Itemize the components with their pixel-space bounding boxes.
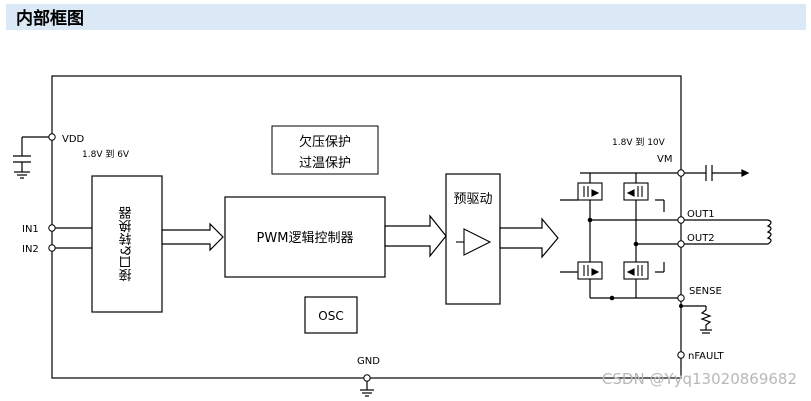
vdd-capacitor <box>13 136 52 179</box>
mosfet-high-left <box>577 182 603 201</box>
pwm-block-label: PWM逻辑控制器 <box>257 231 354 246</box>
pin-markers <box>48 133 685 382</box>
vm-capacitor <box>684 165 750 181</box>
in2-label: IN2 <box>22 244 39 255</box>
vdd-range-label: 1.8V 到 6V <box>82 148 130 160</box>
mosfet-low-right <box>623 261 649 280</box>
out1-label: OUT1 <box>687 209 715 220</box>
osc-block <box>304 296 358 334</box>
section-title: 内部框图 <box>16 9 84 29</box>
nfault-pin <box>677 351 685 359</box>
vm-range-label: 1.8V 到 10V <box>612 136 666 148</box>
nfault-label: nFAULT <box>688 351 725 362</box>
out1-pin <box>677 216 685 224</box>
pwm-block <box>224 196 386 278</box>
arrow-interface-to-pwm <box>161 222 224 252</box>
junction-dots <box>587 217 683 308</box>
predriver-label: 预驱动 <box>453 192 492 207</box>
osc-label: OSC <box>318 309 343 323</box>
protection-block <box>271 125 379 175</box>
in2-pin <box>48 244 56 252</box>
h-bridge <box>560 172 678 299</box>
protection-line1: 欠压保护 <box>299 134 351 150</box>
in1-pin <box>48 224 56 232</box>
interface-block-label: 接口&转换器 <box>119 205 135 282</box>
sense-label: SENSE <box>689 286 722 297</box>
arrow-pwm-to-predriver <box>384 214 447 258</box>
gnd-pin <box>363 374 371 382</box>
sense-pin <box>677 294 685 302</box>
watermark: CSDN @Yyq13020869682 <box>601 370 797 388</box>
section-header: 内部框图 <box>6 4 806 30</box>
interface-block <box>91 175 163 313</box>
gnd-label: GND <box>357 356 380 367</box>
vm-label: VM <box>657 154 672 165</box>
in1-label: IN1 <box>22 224 39 235</box>
motor-coil <box>684 219 772 245</box>
mosfet-high-right <box>623 182 649 201</box>
input-lines <box>55 227 92 249</box>
vdd-label: VDD <box>62 134 85 145</box>
out2-pin <box>677 240 685 248</box>
out2-label: OUT2 <box>687 233 715 244</box>
vdd-pin <box>48 133 56 141</box>
vm-pin <box>677 169 685 177</box>
mosfet-low-left <box>577 261 603 280</box>
gnd-symbol <box>360 381 374 397</box>
buffer-icon <box>456 228 492 256</box>
protection-line2: 过温保护 <box>299 156 351 171</box>
arrow-predriver-to-bridge <box>499 217 559 259</box>
sense-resistor <box>681 305 712 334</box>
